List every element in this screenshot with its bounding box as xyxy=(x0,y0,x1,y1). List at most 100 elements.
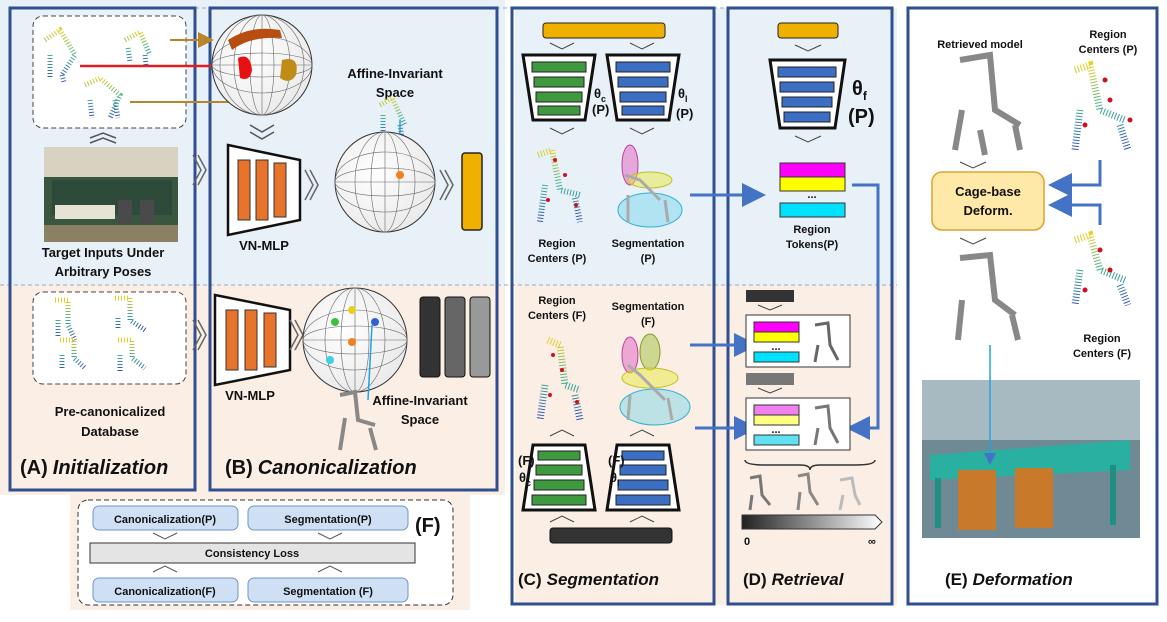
vn-mlp-top xyxy=(226,143,302,237)
target-label-2: Arbitrary Poses xyxy=(55,264,152,279)
panel-d-border xyxy=(726,6,894,606)
segmentation-p-1: Segmentation xyxy=(612,238,685,250)
caption-c: (C)Segmentation xyxy=(518,570,659,589)
chair-pointcloud-icon xyxy=(1071,230,1132,307)
canon-p-label: Canonicalization(P) xyxy=(114,514,216,526)
chair-pointcloud-icon xyxy=(1071,60,1133,152)
theta-l-top: θl xyxy=(678,86,688,104)
canonical-feature-stack xyxy=(419,296,491,378)
retrieved-model-label: Retrieved model xyxy=(937,39,1023,51)
canonical-feature-block xyxy=(461,152,483,231)
theta-l-f: θl xyxy=(610,470,620,488)
theta-c-encoder-f xyxy=(521,443,597,512)
f-tag-c1: (F) xyxy=(518,453,535,468)
input-feature-bar-d xyxy=(777,22,839,39)
chevron-right-icon xyxy=(197,154,207,186)
region-centers-p-e-2: Centers (P) xyxy=(1079,44,1138,56)
p-tag-d: (P) xyxy=(848,106,875,128)
f-tag-c2: (F) xyxy=(608,453,625,468)
deformed-chair xyxy=(955,251,1021,341)
segmentation-ellipses-p xyxy=(617,144,683,228)
seg-p-label: Segmentation(P) xyxy=(284,514,372,526)
svg-text:...: ... xyxy=(771,424,780,436)
db-feature-bar-2 xyxy=(746,373,794,385)
canon-f-box xyxy=(92,577,239,603)
p-tag-c1: (P) xyxy=(592,102,609,117)
caption-b: (B)Canonicalization xyxy=(225,457,417,479)
input-feature-bar xyxy=(542,22,666,39)
chair-pointcloud-icon xyxy=(536,146,583,223)
chair-pointcloud-icon xyxy=(536,336,584,421)
f-label: (F) xyxy=(415,515,441,537)
theta-f: θf xyxy=(852,78,868,103)
scale-min: 0 xyxy=(744,536,750,548)
space-bottom-1: Affine-Invariant xyxy=(372,393,468,408)
target-label-1: Target Inputs Under xyxy=(42,245,165,260)
chair-pointcloud-icon xyxy=(55,295,147,372)
tokens-label-2: Tokens(P) xyxy=(786,239,839,251)
feature-bar-f xyxy=(549,527,673,544)
space-top-2: Space xyxy=(376,85,414,100)
theta-c-encoder xyxy=(521,53,597,122)
ranked-chairs xyxy=(748,472,862,511)
panel-a-border xyxy=(8,6,197,492)
region-centers-p-1: Region xyxy=(538,238,576,250)
theta-l-encoder-f xyxy=(605,443,681,512)
segmentation-ellipses-f xyxy=(619,333,691,426)
cage-deform-box xyxy=(931,171,1045,231)
scale-max: ∞ xyxy=(868,536,876,548)
svg-text:...: ... xyxy=(807,189,816,201)
wireframe-sphere-icon xyxy=(302,287,408,393)
vn-mlp-bottom xyxy=(213,293,292,387)
region-tokens-p: ... xyxy=(779,162,846,218)
retrieved-chair xyxy=(952,51,1023,156)
panel-b-border xyxy=(208,6,499,492)
caption-e: (E)Deformation xyxy=(945,570,1073,589)
consistency-label: Consistency Loss xyxy=(205,548,299,560)
segment-blob-gold xyxy=(280,59,297,81)
theta-l-encoder xyxy=(605,53,681,122)
seg-f-label: Segmentation (F) xyxy=(283,586,373,598)
region-centers-f-1: Region xyxy=(538,295,576,307)
svg-text:...: ... xyxy=(771,341,780,353)
p-tag-c2: (P) xyxy=(676,106,693,121)
database-chairs-box xyxy=(32,291,187,385)
vn-mlp-label-bottom: VN-MLP xyxy=(225,388,275,403)
chevron-right-icon xyxy=(197,319,207,351)
panel-e-border xyxy=(906,6,1159,606)
cage-label-2: Deform. xyxy=(963,203,1012,218)
seg-p-box xyxy=(247,505,409,531)
region-centers-f-e-1: Region xyxy=(1083,333,1121,345)
distance-scale xyxy=(741,514,883,530)
final-scene-photo xyxy=(922,380,1140,538)
chair-pointcloud-icon xyxy=(338,389,378,451)
theta-f-encoder xyxy=(768,58,847,130)
segmentation-f-1: Segmentation xyxy=(612,301,685,313)
seg-f-box xyxy=(247,577,409,603)
caption-d: (D)Retrieval xyxy=(743,570,845,589)
db-feature-bar xyxy=(746,290,794,302)
region-centers-f-e-2: Centers (F) xyxy=(1073,348,1131,360)
panel-c-border xyxy=(510,6,716,606)
segmentation-f-2: (F) xyxy=(641,316,655,328)
segment-blob-red xyxy=(238,56,252,79)
db-label-2: Database xyxy=(81,424,139,439)
target-chairs-box xyxy=(32,15,187,129)
db-token-card-2: ... xyxy=(745,397,851,451)
theta-c-top: θc xyxy=(594,86,606,104)
chair-pointcloud-icon xyxy=(378,94,408,139)
chair-pointcloud-icon xyxy=(43,26,153,119)
region-centers-p-e-1: Region xyxy=(1089,29,1127,41)
cage-label-1: Cage-base xyxy=(955,184,1021,199)
wireframe-sphere-icon xyxy=(334,131,436,233)
consistency-loss-bar xyxy=(89,542,416,564)
canon-f-label: Canonicalization(F) xyxy=(114,586,216,598)
db-token-card-1: ... xyxy=(745,314,851,368)
segmentation-p-2: (P) xyxy=(641,253,656,265)
caption-a: (A)Initialization xyxy=(20,457,168,479)
segment-blob-top xyxy=(228,28,282,50)
canon-p-box xyxy=(92,505,239,531)
region-centers-f-2: Centers (F) xyxy=(528,310,586,322)
